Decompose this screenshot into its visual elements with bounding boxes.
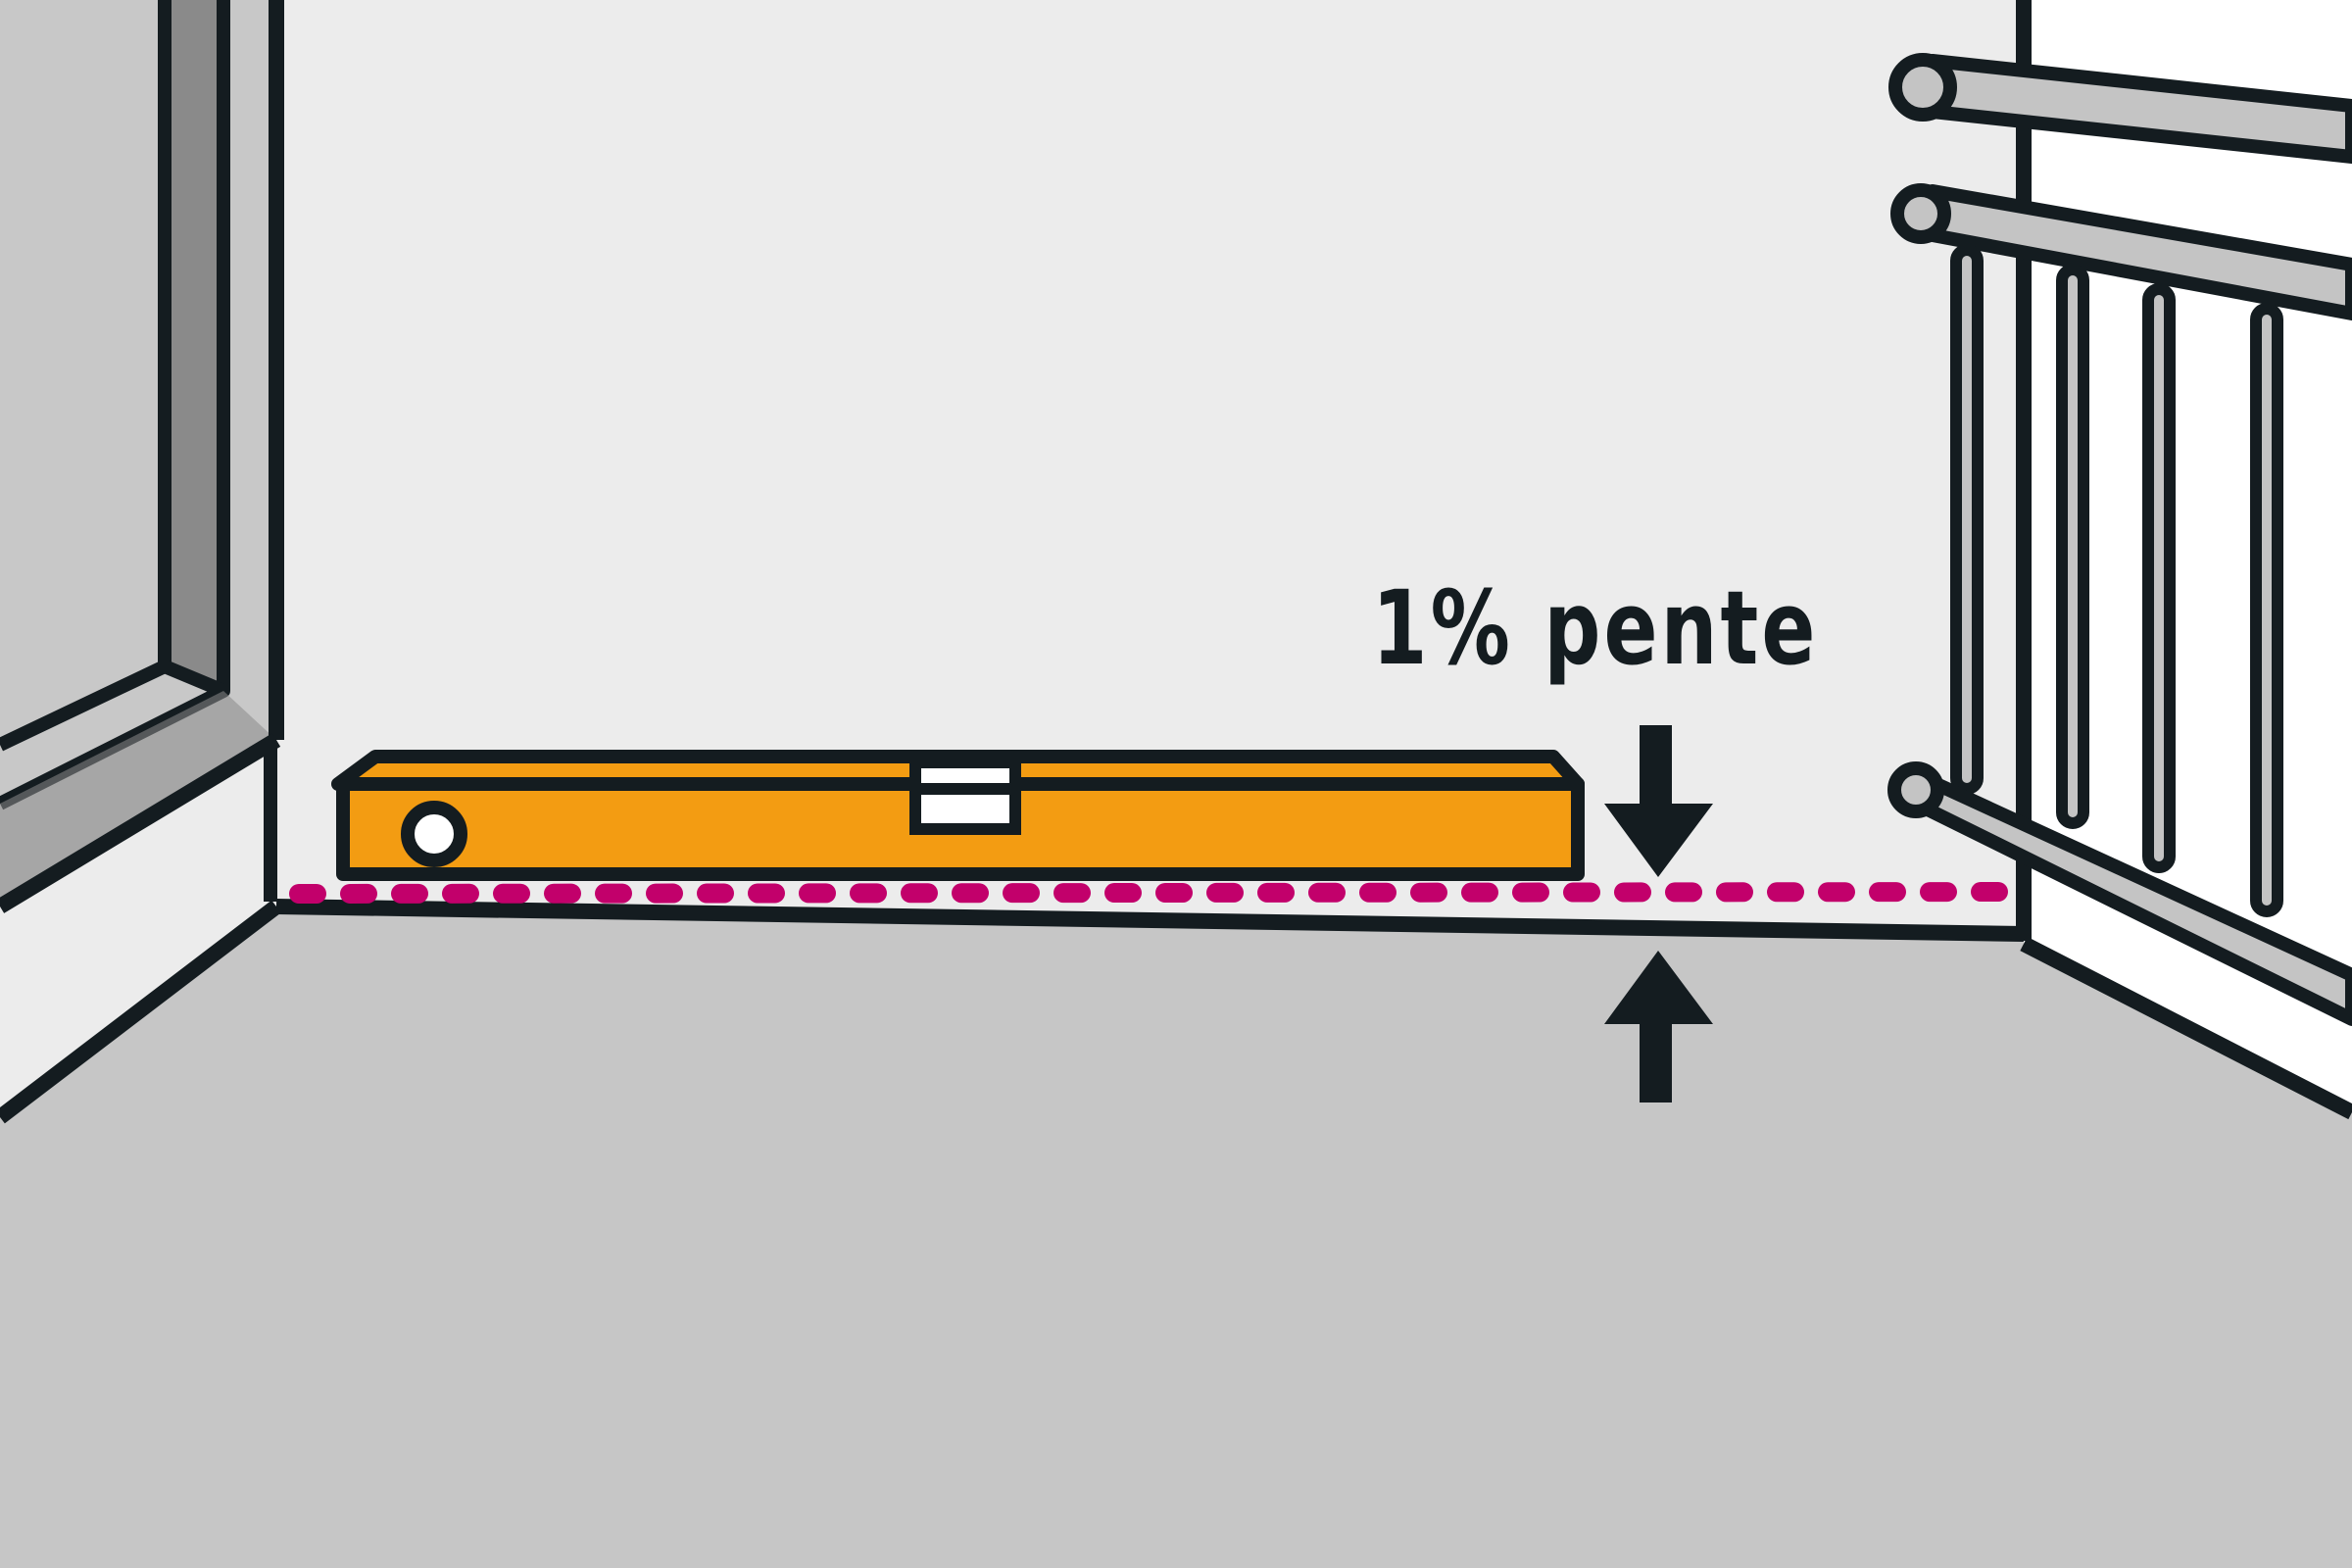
window-frame-shadow (165, 0, 223, 691)
arrow-down-icon (1604, 725, 1713, 877)
bubble-vial-icon (909, 757, 1021, 835)
hanging-hole (401, 801, 467, 867)
balcony-floor (0, 906, 2352, 1568)
spirit-level-icon (331, 750, 1585, 881)
slope-label: 1% pente (1372, 568, 1819, 688)
arrow-up-icon (1604, 951, 1713, 1102)
railing-icon (1887, 53, 2352, 1026)
reference-level-line (289, 882, 2019, 904)
slope-arrows (1604, 725, 1713, 1102)
